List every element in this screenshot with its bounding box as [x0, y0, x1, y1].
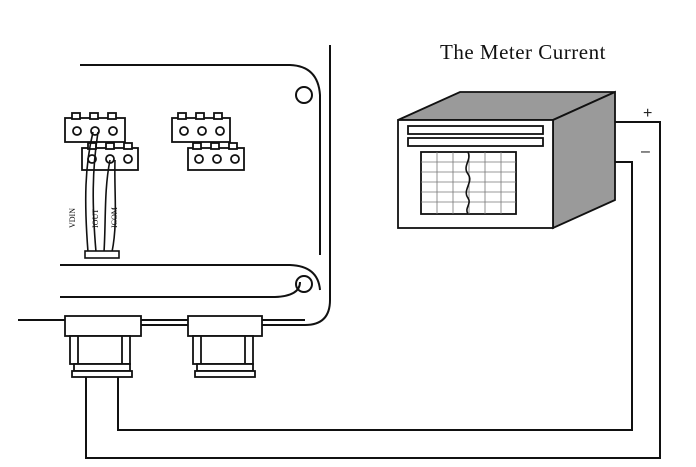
- minus-terminal-label: –: [641, 143, 650, 160]
- screw-terminal-block-icon: [64, 112, 126, 143]
- chart-recorder-meter-icon: [397, 90, 616, 230]
- cable-gland-icon: [187, 315, 263, 378]
- internal-wires: [84, 131, 120, 259]
- terminal-label-icom: ICOM: [110, 207, 119, 228]
- screw-terminal-block-icon: [171, 112, 231, 143]
- terminal-label-vdin: VDIN: [68, 208, 77, 228]
- cable-gland-icon: [64, 315, 142, 378]
- terminal-labels: VDIN IOUT ICOM: [68, 207, 119, 228]
- plus-terminal-label: +: [643, 105, 653, 122]
- terminal-label-iout: IOUT: [91, 209, 100, 228]
- diagram-title: The Meter Current: [440, 40, 606, 64]
- transmitter-enclosure: [18, 45, 331, 326]
- screw-terminal-block-icon: [187, 142, 245, 171]
- mounting-hole-icon: [295, 86, 313, 293]
- loop-wiring: [85, 121, 661, 459]
